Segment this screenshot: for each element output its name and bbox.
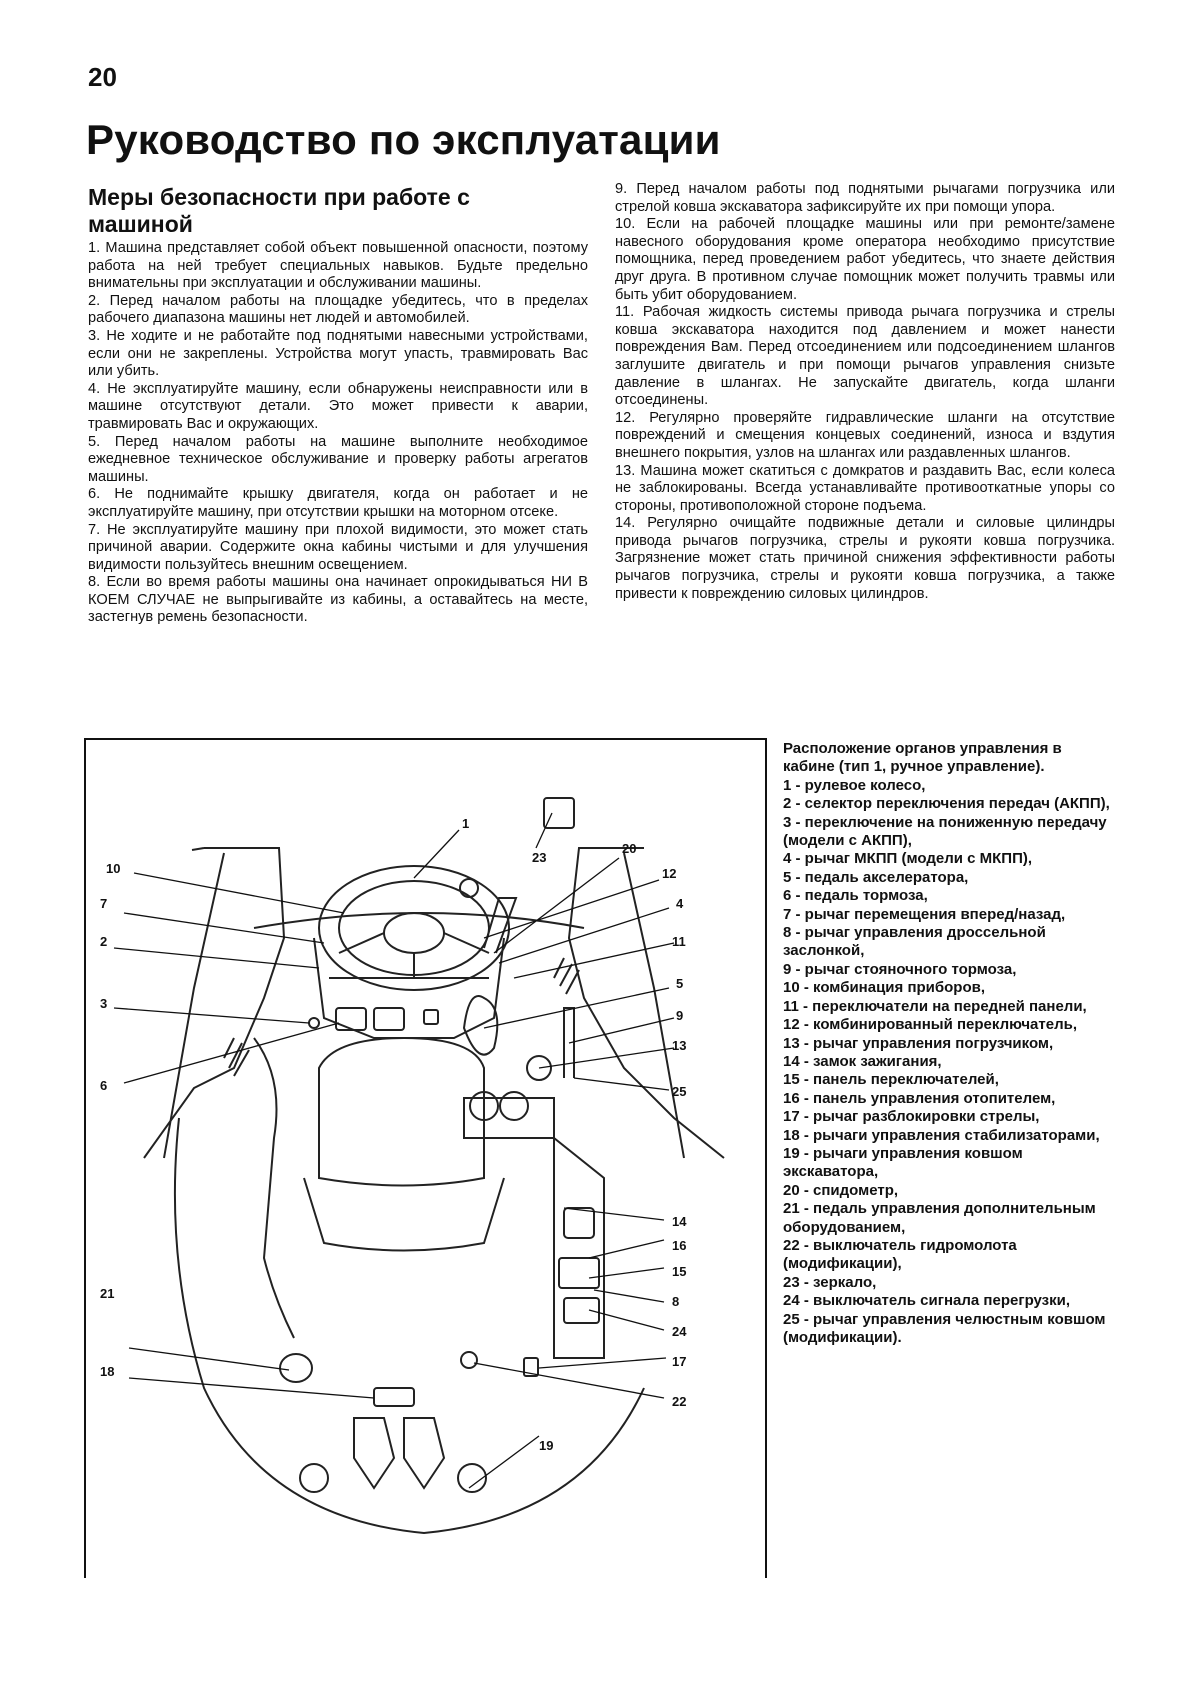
paragraph: 12. Регулярно проверяйте гидравлические … bbox=[615, 409, 1115, 461]
paragraph: 4. Не эксплуатируйте машину, если обнару… bbox=[88, 380, 588, 432]
legend-item: 21 - педаль управления дополнительным об… bbox=[783, 1200, 1096, 1236]
callout-10: 10 bbox=[106, 861, 120, 876]
legend-title: Расположение органов управления в кабине… bbox=[783, 740, 1062, 776]
figure-legend: Расположение органов управления в кабине… bbox=[783, 740, 1113, 1347]
callout-4: 4 bbox=[676, 896, 684, 911]
legend-item: 8 - рычаг управления дроссельной заслонк… bbox=[783, 924, 1046, 960]
paragraph: 6. Не поднимайте крышку двигателя, когда… bbox=[88, 486, 588, 520]
paragraph: 1. Машина представляет собой объект повы… bbox=[88, 240, 588, 292]
callout-11: 11 bbox=[672, 934, 686, 949]
legend-item: 6 - педаль тормоза, bbox=[783, 887, 928, 905]
callout-24: 24 bbox=[672, 1324, 687, 1339]
left-text-column: 1. Машина представляет собой объект повы… bbox=[88, 240, 588, 627]
legend-item: 25 - рычаг управления челюстным ковшом (… bbox=[783, 1310, 1106, 1346]
callout-5: 5 bbox=[676, 976, 683, 991]
legend-item: 18 - рычаги управления стабилизаторами, bbox=[783, 1126, 1100, 1144]
callout-16: 16 bbox=[672, 1238, 686, 1253]
callout-2: 2 bbox=[100, 934, 107, 949]
paragraph: 11. Рабочая жидкость системы привода рыч… bbox=[615, 304, 1115, 409]
legend-item: 20 - спидометр, bbox=[783, 1181, 899, 1199]
callout-7: 7 bbox=[100, 896, 107, 911]
legend-item: 19 - рычаги управления ковшом экскаватор… bbox=[783, 1144, 1023, 1181]
section-heading: Меры безопасности при работе с машиной bbox=[88, 184, 470, 237]
paragraph: 13. Машина может скатиться с домкратов и… bbox=[615, 462, 1115, 514]
paragraph: 8. Если во время работы машины она начин… bbox=[88, 574, 588, 626]
legend-list: 1 - рулевое колесо, 2 - селектор переклю… bbox=[783, 777, 1113, 1348]
legend-item: 13 - рычаг управления погрузчиком, bbox=[783, 1034, 1054, 1052]
paragraph: 3. Не ходите и не работайте под поднятым… bbox=[88, 327, 588, 380]
callout-19: 19 bbox=[539, 1438, 553, 1453]
callout-25: 25 bbox=[672, 1084, 686, 1099]
legend-item: 9 - рычаг стояночного тормоза, bbox=[783, 960, 1017, 978]
legend-item: 24 - выключатель сигнала перегрузки, bbox=[783, 1292, 1071, 1310]
callout-20: 20 bbox=[622, 841, 636, 856]
callout-9: 9 bbox=[676, 1008, 683, 1023]
paragraph: 7. Не эксплуатируйте машину при плохой в… bbox=[88, 521, 588, 573]
page-number: 20 bbox=[88, 62, 117, 92]
cab-controls-figure: 1 2 3 4 5 6 7 8 9 10 11 12 13 14 15 16 1… bbox=[84, 738, 768, 1578]
legend-item: 14 - замок зажигания, bbox=[783, 1052, 942, 1070]
callout-6: 6 bbox=[100, 1078, 107, 1093]
legend-item: 10 - комбинация приборов, bbox=[783, 979, 986, 997]
legend-item: 4 - рычаг МКПП (модели с МКПП), bbox=[783, 850, 1033, 868]
callout-3: 3 bbox=[100, 996, 107, 1011]
callout-14: 14 bbox=[672, 1214, 687, 1229]
legend-item: 22 - выключатель гидромолота (модификаци… bbox=[783, 1236, 1017, 1273]
legend-item: 3 - переключение на пониженную передачу … bbox=[783, 813, 1107, 850]
callout-13: 13 bbox=[672, 1038, 686, 1053]
callout-21: 21 bbox=[100, 1286, 114, 1301]
legend-item: 16 - панель управления отопителем, bbox=[783, 1089, 1056, 1107]
callout-12: 12 bbox=[662, 866, 676, 881]
callout-8: 8 bbox=[672, 1294, 679, 1309]
callout-23: 23 bbox=[532, 850, 546, 865]
legend-item: 2 - селектор переключения передач (АКПП)… bbox=[783, 795, 1110, 813]
callout-17: 17 bbox=[672, 1354, 686, 1369]
legend-item: 17 - рычаг разблокировки стрелы, bbox=[783, 1108, 1040, 1126]
legend-item: 15 - панель переключателей, bbox=[783, 1071, 999, 1089]
paragraph: 2. Перед началом работы на площадке убед… bbox=[88, 292, 588, 327]
callout-22: 22 bbox=[672, 1394, 686, 1409]
legend-item: 12 - комбинированный переключатель, bbox=[783, 1016, 1077, 1034]
callout-18: 18 bbox=[100, 1364, 114, 1379]
legend-item: 11 - переключатели на передней панели, bbox=[783, 997, 1087, 1015]
callout-15: 15 bbox=[672, 1264, 686, 1279]
paragraph: 14. Регулярно очищайте подвижные детали … bbox=[615, 515, 1115, 602]
cab-diagram: 1 2 3 4 5 6 7 8 9 10 11 12 13 14 15 16 1… bbox=[84, 738, 767, 1578]
legend-item: 5 - педаль акселератора, bbox=[783, 868, 969, 886]
paragraph: 5. Перед началом работы на машине выполн… bbox=[88, 433, 588, 485]
paragraph: 10. Если на рабочей площадке машины или … bbox=[615, 216, 1115, 303]
paragraph: 9. Перед началом работы под поднятыми ры… bbox=[615, 181, 1115, 215]
right-text-column: 9. Перед началом работы под поднятыми ры… bbox=[615, 181, 1115, 603]
page-title: Руководство по эксплуатации bbox=[86, 116, 721, 163]
legend-item: 1 - рулевое колесо, bbox=[783, 776, 926, 794]
callout-1: 1 bbox=[462, 816, 469, 831]
legend-item: 7 - рычаг перемещения вперед/назад, bbox=[783, 905, 1066, 923]
legend-item: 23 - зеркало, bbox=[783, 1273, 877, 1291]
